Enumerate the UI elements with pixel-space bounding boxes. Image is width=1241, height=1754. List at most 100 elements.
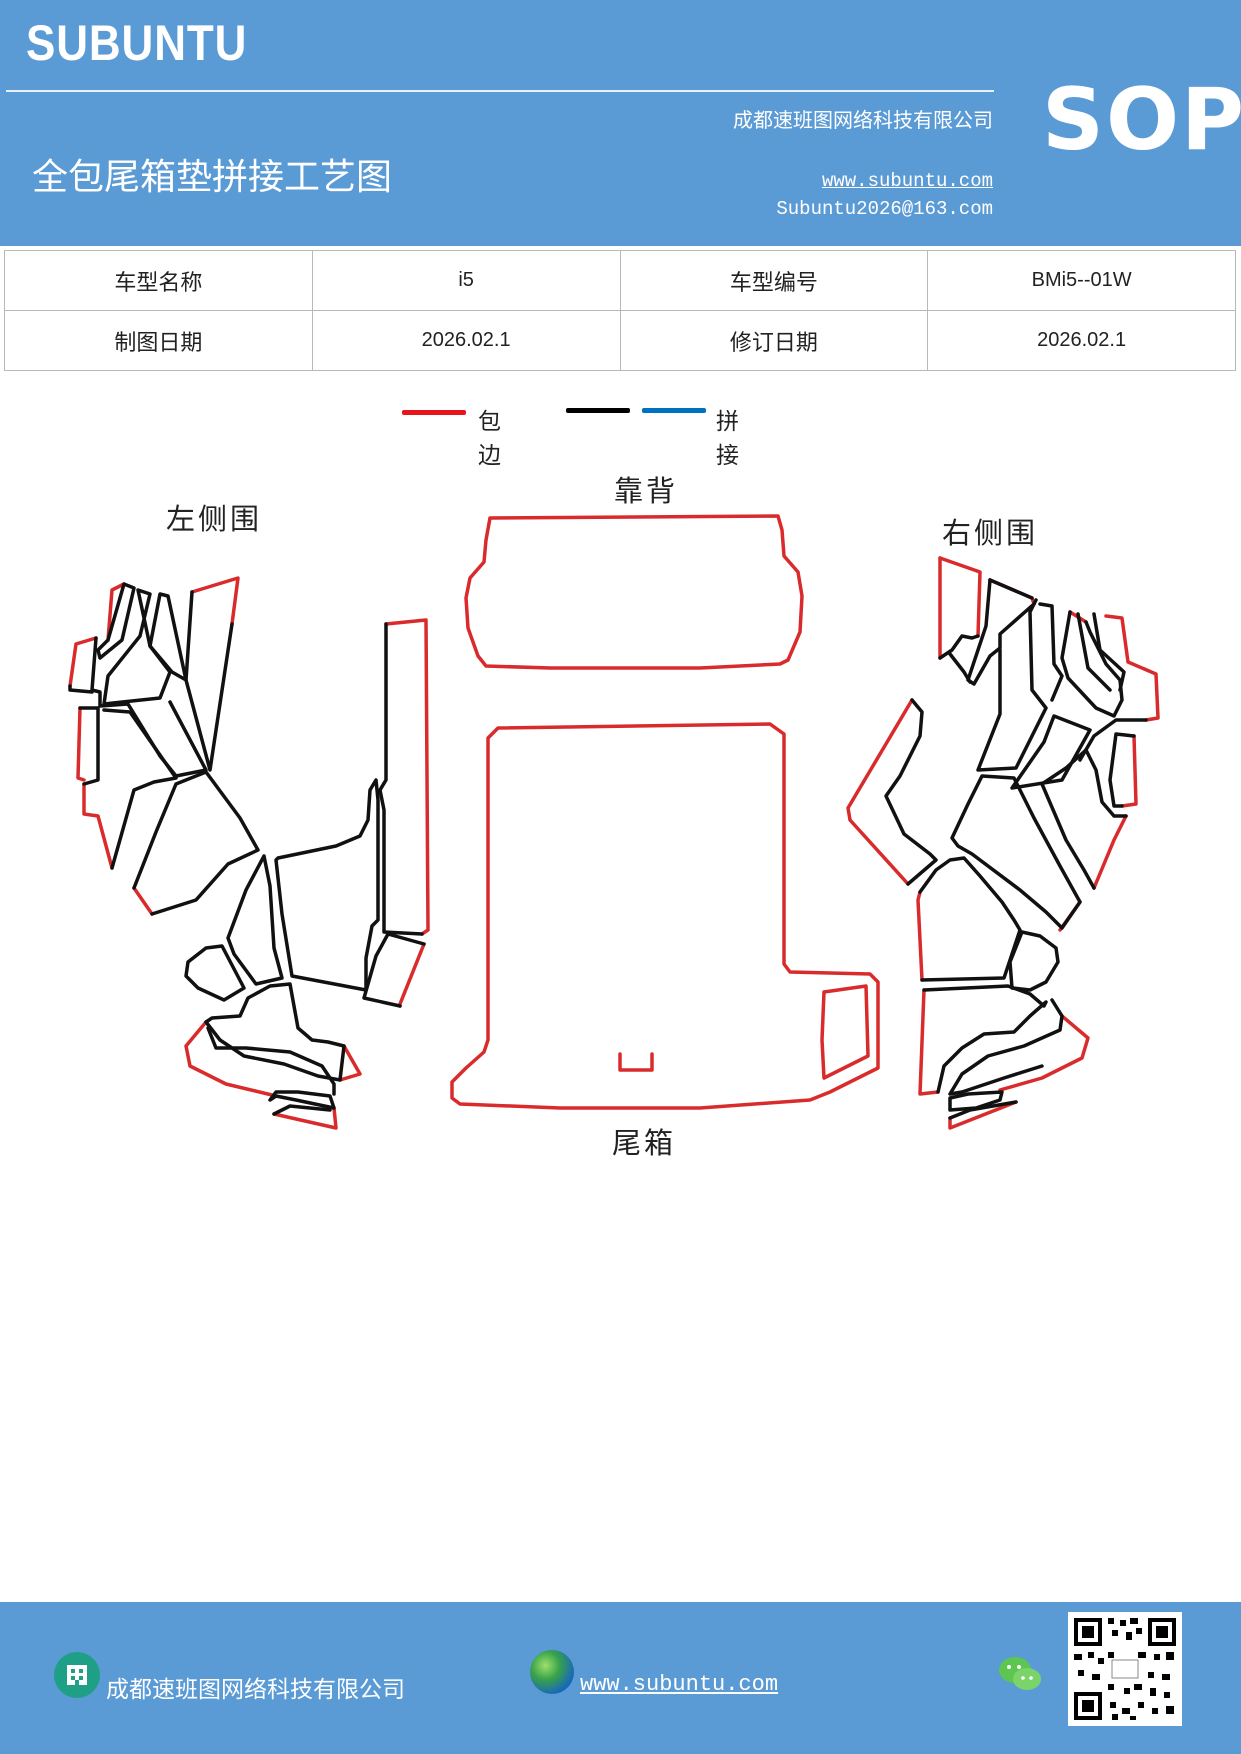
footer-company: 成都速班图网络科技有限公司	[106, 1677, 405, 1703]
left-piece-9	[132, 770, 260, 916]
mat-diagram	[68, 514, 1160, 1130]
right-piece-6	[1038, 602, 1064, 702]
left-edge-j	[398, 942, 426, 1008]
qr-code	[1068, 1612, 1182, 1726]
right-piece-14	[950, 774, 1082, 930]
label-draw-date: 制图日期	[4, 310, 313, 371]
label-backrest: 靠背	[614, 474, 679, 508]
left-edge-d	[82, 782, 114, 870]
right-edge-f	[1092, 814, 1128, 890]
right-edge-j	[846, 698, 914, 886]
trunk-panel	[450, 722, 880, 1110]
left-piece-2	[148, 592, 188, 682]
left-edge-h	[338, 1044, 362, 1082]
right-piece-3	[988, 578, 1034, 600]
trunk-side-flap	[820, 984, 870, 1080]
globe-icon	[530, 1650, 574, 1694]
left-piece-3	[96, 582, 136, 660]
value-revise-date: 2026.02.1	[927, 310, 1236, 371]
left-edge-e	[132, 886, 154, 916]
left-edge-i	[384, 618, 430, 936]
right-piece-16	[918, 856, 1022, 982]
wechat-icon[interactable]	[996, 1650, 1044, 1698]
value-model-name: i5	[311, 250, 621, 311]
label-right-side: 右侧围	[942, 516, 1039, 550]
right-edge-k	[916, 890, 924, 982]
left-piece-18	[272, 1104, 332, 1116]
right-piece-10	[1078, 718, 1148, 762]
right-piece-2	[966, 578, 1036, 686]
table-row: 车型名称 i5 车型编号 BMi5--01W	[4, 250, 1236, 311]
legend-swatch-edge	[402, 410, 466, 415]
legend-swatch-join	[642, 408, 706, 413]
legend-label-join: 拼接	[716, 409, 739, 469]
label-model-code: 车型编号	[619, 250, 929, 311]
right-edge-d	[1104, 614, 1160, 722]
backrest-outline	[464, 514, 804, 670]
right-edge-i	[948, 1100, 1018, 1130]
legend-swatch-seam	[566, 408, 630, 413]
left-piece-13	[362, 932, 426, 1008]
right-piece-15	[884, 698, 938, 886]
header-divider	[6, 90, 994, 92]
right-piece-8	[1076, 612, 1112, 692]
left-piece-16	[206, 1026, 336, 1096]
value-model-code: BMi5--01W	[927, 250, 1236, 311]
right-piece-18	[922, 984, 1048, 1094]
label-left-side: 左侧围	[166, 502, 263, 536]
brand-logo: SUBUNTU	[26, 15, 248, 71]
left-piece-14	[184, 944, 246, 1002]
legend-label-edge: 包边	[478, 409, 501, 469]
header-banner: SUBUNTU 成都速班图网络科技有限公司 全包尾箱垫拼接工艺图 www.sub…	[0, 0, 1241, 246]
right-edge-h	[998, 1014, 1090, 1092]
right-piece-19	[948, 998, 1064, 1096]
left-piece-17	[268, 1090, 336, 1110]
right-edge-l	[918, 988, 940, 1096]
left-piece-8	[102, 708, 178, 870]
right-piece-13	[1040, 748, 1128, 890]
left-piece-7	[78, 706, 100, 786]
footer-banner: 成都速班图网络科技有限公司 www.subuntu.com	[0, 1602, 1241, 1754]
table-row: 制图日期 2026.02.1 修订日期 2026.02.1	[4, 310, 1236, 371]
left-piece-5	[90, 636, 208, 778]
right-edge-e	[1120, 734, 1138, 808]
trunk-outline	[450, 722, 880, 1110]
right-piece-4	[948, 652, 972, 684]
header-company: 成都速班图网络科技有限公司	[733, 108, 993, 132]
right-piece-12	[1010, 714, 1092, 790]
left-edge-g	[272, 1106, 338, 1130]
right-piece-20	[948, 1090, 1004, 1112]
page-title: 全包尾箱垫拼接工艺图	[32, 157, 393, 198]
right-side-panel	[846, 556, 1160, 1130]
trunk-notch	[618, 1052, 654, 1072]
left-piece-15	[204, 982, 346, 1082]
left-piece-10	[226, 854, 284, 986]
right-piece-17	[1008, 930, 1060, 992]
right-piece-11	[1108, 732, 1136, 808]
vehicle-info-table: 车型名称 i5 车型编号 BMi5--01W 制图日期 2026.02.1 修订…	[4, 250, 1236, 371]
header-email: Subuntu2026@163.com	[776, 198, 993, 220]
label-revise-date: 修订日期	[619, 310, 929, 371]
right-piece-1	[938, 634, 980, 660]
value-draw-date: 2026.02.1	[311, 310, 621, 371]
building-icon	[54, 1652, 100, 1698]
left-edge-f	[184, 1020, 278, 1098]
label-model-name: 车型名称	[4, 250, 313, 311]
right-edge-top	[938, 556, 982, 638]
left-edge-c	[76, 706, 86, 782]
right-piece-5	[976, 598, 1048, 772]
left-edge-top	[190, 576, 240, 626]
backrest-panel	[464, 514, 804, 670]
left-piece-1	[184, 590, 234, 772]
right-piece-9	[1092, 612, 1126, 692]
left-edge-b	[68, 636, 98, 688]
sop-label: SOP	[1042, 70, 1241, 170]
left-edge-a	[106, 582, 126, 642]
header-website-link[interactable]: www.subuntu.com	[821, 170, 993, 192]
footer-website-link[interactable]: www.subuntu.com	[580, 1672, 779, 1697]
right-piece-21	[948, 1100, 1018, 1120]
left-side-panel	[68, 576, 430, 1130]
left-piece-11	[274, 778, 380, 992]
left-piece-6	[68, 684, 94, 694]
label-trunk: 尾箱	[612, 1126, 677, 1160]
